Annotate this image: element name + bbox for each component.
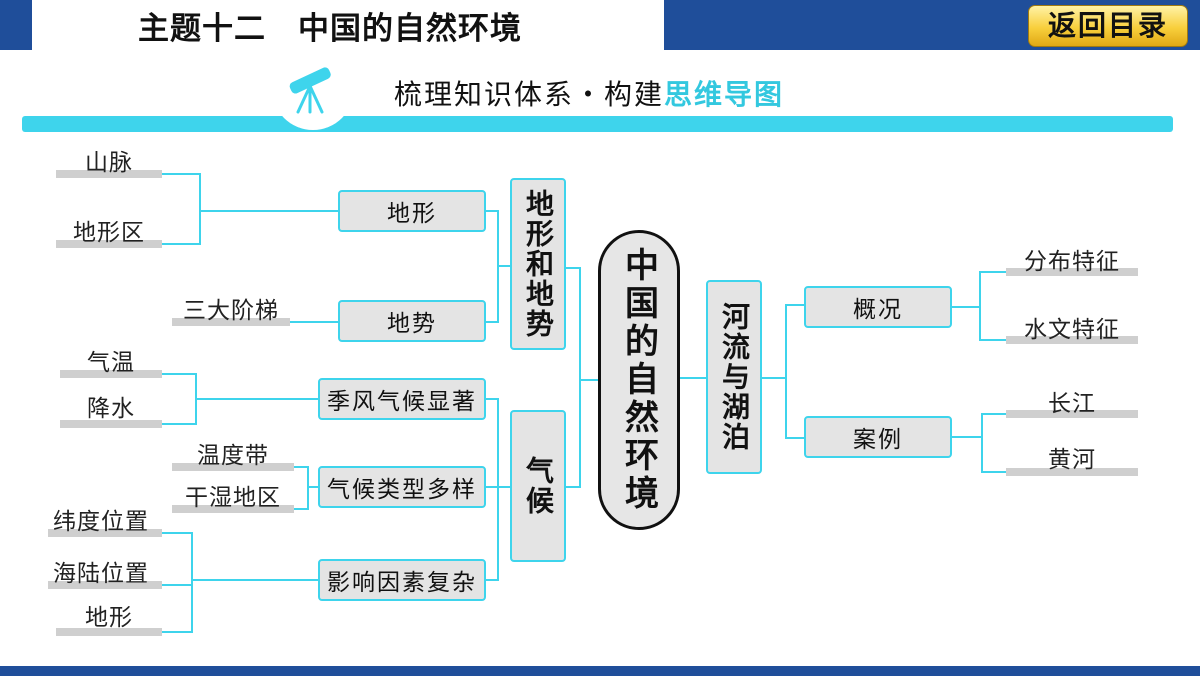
leaf-underline (48, 529, 162, 537)
leaf-underline (1006, 268, 1138, 276)
telescope-icon (289, 67, 331, 114)
leaf-underline (1006, 410, 1138, 418)
node-cases: 案例 (804, 416, 952, 458)
node-landform: 地形 (338, 190, 486, 232)
leaf-underline (172, 318, 290, 326)
leaf-precipitation: 降水 (87, 396, 135, 422)
center-node: 中国的自然环境 (598, 230, 680, 530)
back-to-contents-button[interactable]: 返回目录 (1028, 5, 1188, 47)
leaf-dry-wet-regions: 干湿地区 (185, 485, 281, 511)
leaf-underline (56, 628, 162, 636)
leaf-underline (1006, 468, 1138, 476)
leaf-latitude-position: 纬度位置 (53, 509, 149, 535)
leaf-distribution: 分布特征 (1024, 249, 1120, 275)
branch-terrain: 地形和地势 (510, 178, 566, 350)
leaf-landform: 地形 (85, 605, 133, 631)
subtitle-main: 梳理知识体系・构建 (394, 78, 665, 111)
leaf-three-steps: 三大阶梯 (183, 298, 279, 324)
leaf-underline (1006, 336, 1138, 344)
title-box: 主题十二 中国的自然环境 (32, 0, 664, 50)
node-factors: 影响因素复杂 (318, 559, 486, 601)
node-monsoon: 季风气候显著 (318, 378, 486, 420)
subtitle: 梳理知识体系・构建思维导图 (394, 73, 784, 113)
branch-rivers-lakes: 河流与湖泊 (706, 280, 762, 474)
node-overview: 概况 (804, 286, 952, 328)
leaf-underline (48, 581, 162, 589)
leaf-land-sea-position: 海陆位置 (53, 561, 149, 587)
page-title: 主题十二 中国的自然环境 (138, 10, 522, 47)
leaf-underline (172, 505, 294, 513)
leaf-yellow-river: 黄河 (1048, 447, 1096, 473)
leaf-temperature: 气温 (87, 350, 135, 376)
leaf-mountains: 山脉 (85, 150, 133, 176)
leaf-yangtze: 长江 (1048, 391, 1096, 417)
leaf-underline (56, 240, 162, 248)
leaf-temperature-zones: 温度带 (197, 443, 269, 469)
node-climate-types: 气候类型多样 (318, 466, 486, 508)
leaf-underline (60, 370, 162, 378)
leaf-underline (56, 170, 162, 178)
leaf-terrain-regions: 地形区 (73, 220, 145, 246)
leaf-underline (172, 463, 294, 471)
leaf-underline (60, 420, 162, 428)
branch-climate: 气候 (510, 410, 566, 562)
footer-bar (0, 666, 1200, 676)
subtitle-highlight: 思维导图 (664, 78, 785, 111)
node-slope: 地势 (338, 300, 486, 342)
leaf-hydrology: 水文特征 (1024, 317, 1120, 343)
